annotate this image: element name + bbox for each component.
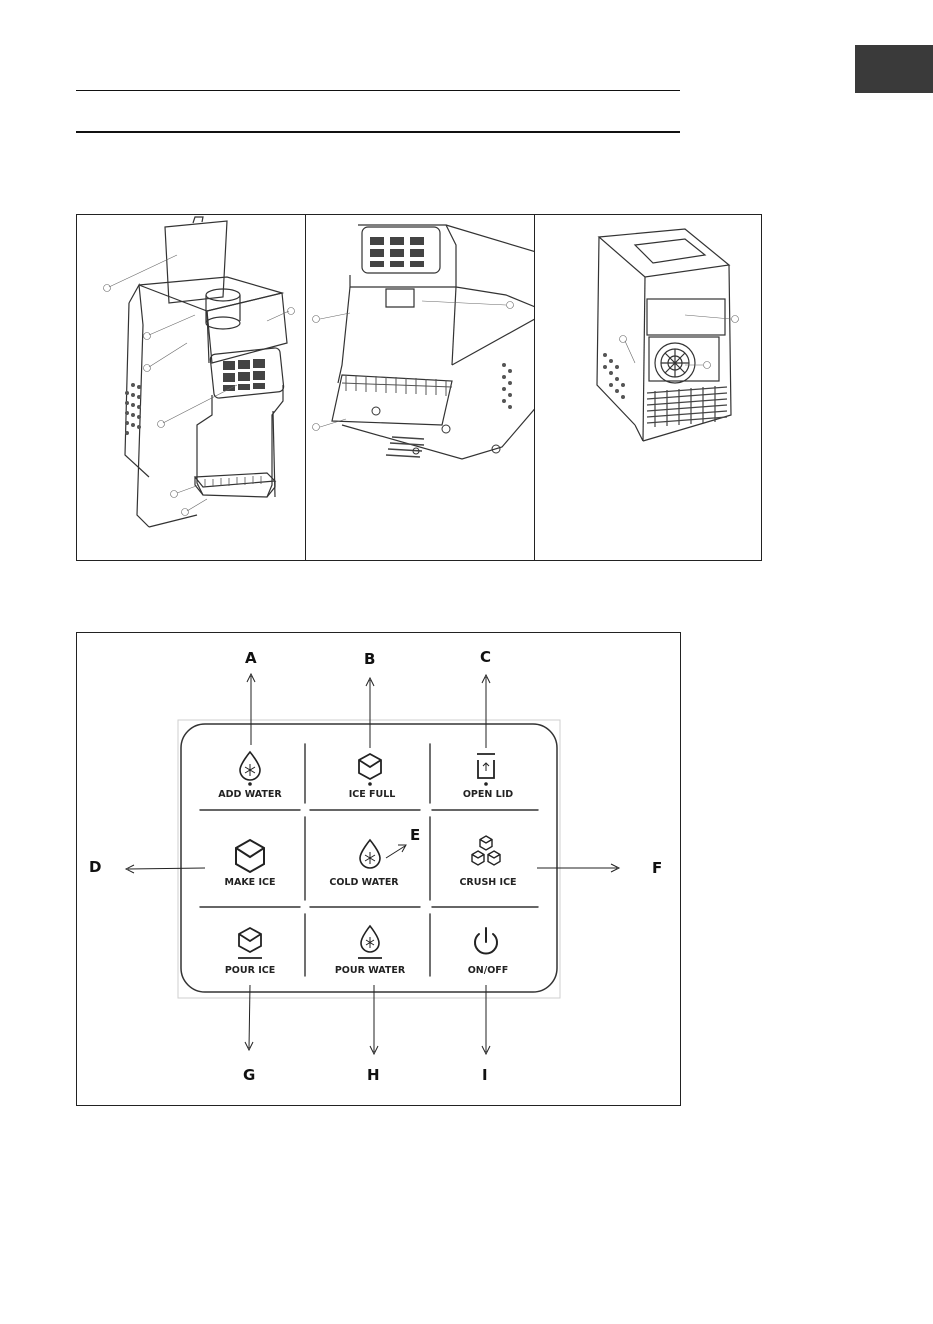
button-label-open-lid: OPEN LID — [433, 789, 543, 800]
button-label-cold-water: COLD WATER — [309, 877, 419, 888]
callout-letter-d: D — [89, 858, 101, 876]
button-label-make-ice: MAKE ICE — [195, 877, 305, 888]
button-label-pour-water: POUR WATER — [315, 965, 425, 976]
callout-letter-e: E — [410, 826, 420, 844]
callout-letter-c: C — [480, 648, 491, 666]
button-label-crush-ice: CRUSH ICE — [433, 877, 543, 888]
callout-letter-g: G — [243, 1066, 255, 1084]
button-label-ice-full: ICE FULL — [317, 789, 427, 800]
button-label-pour-ice: POUR ICE — [195, 965, 305, 976]
callout-letter-b: B — [364, 650, 375, 668]
callout-letter-f: F — [652, 859, 662, 877]
callout-letter-h: H — [367, 1066, 380, 1084]
button-label-on-off: ON/OFF — [433, 965, 543, 976]
callout-letter-a: A — [245, 649, 257, 667]
callout-letter-i: I — [482, 1066, 488, 1084]
button-label-add-water: ADD WATER — [195, 789, 305, 800]
